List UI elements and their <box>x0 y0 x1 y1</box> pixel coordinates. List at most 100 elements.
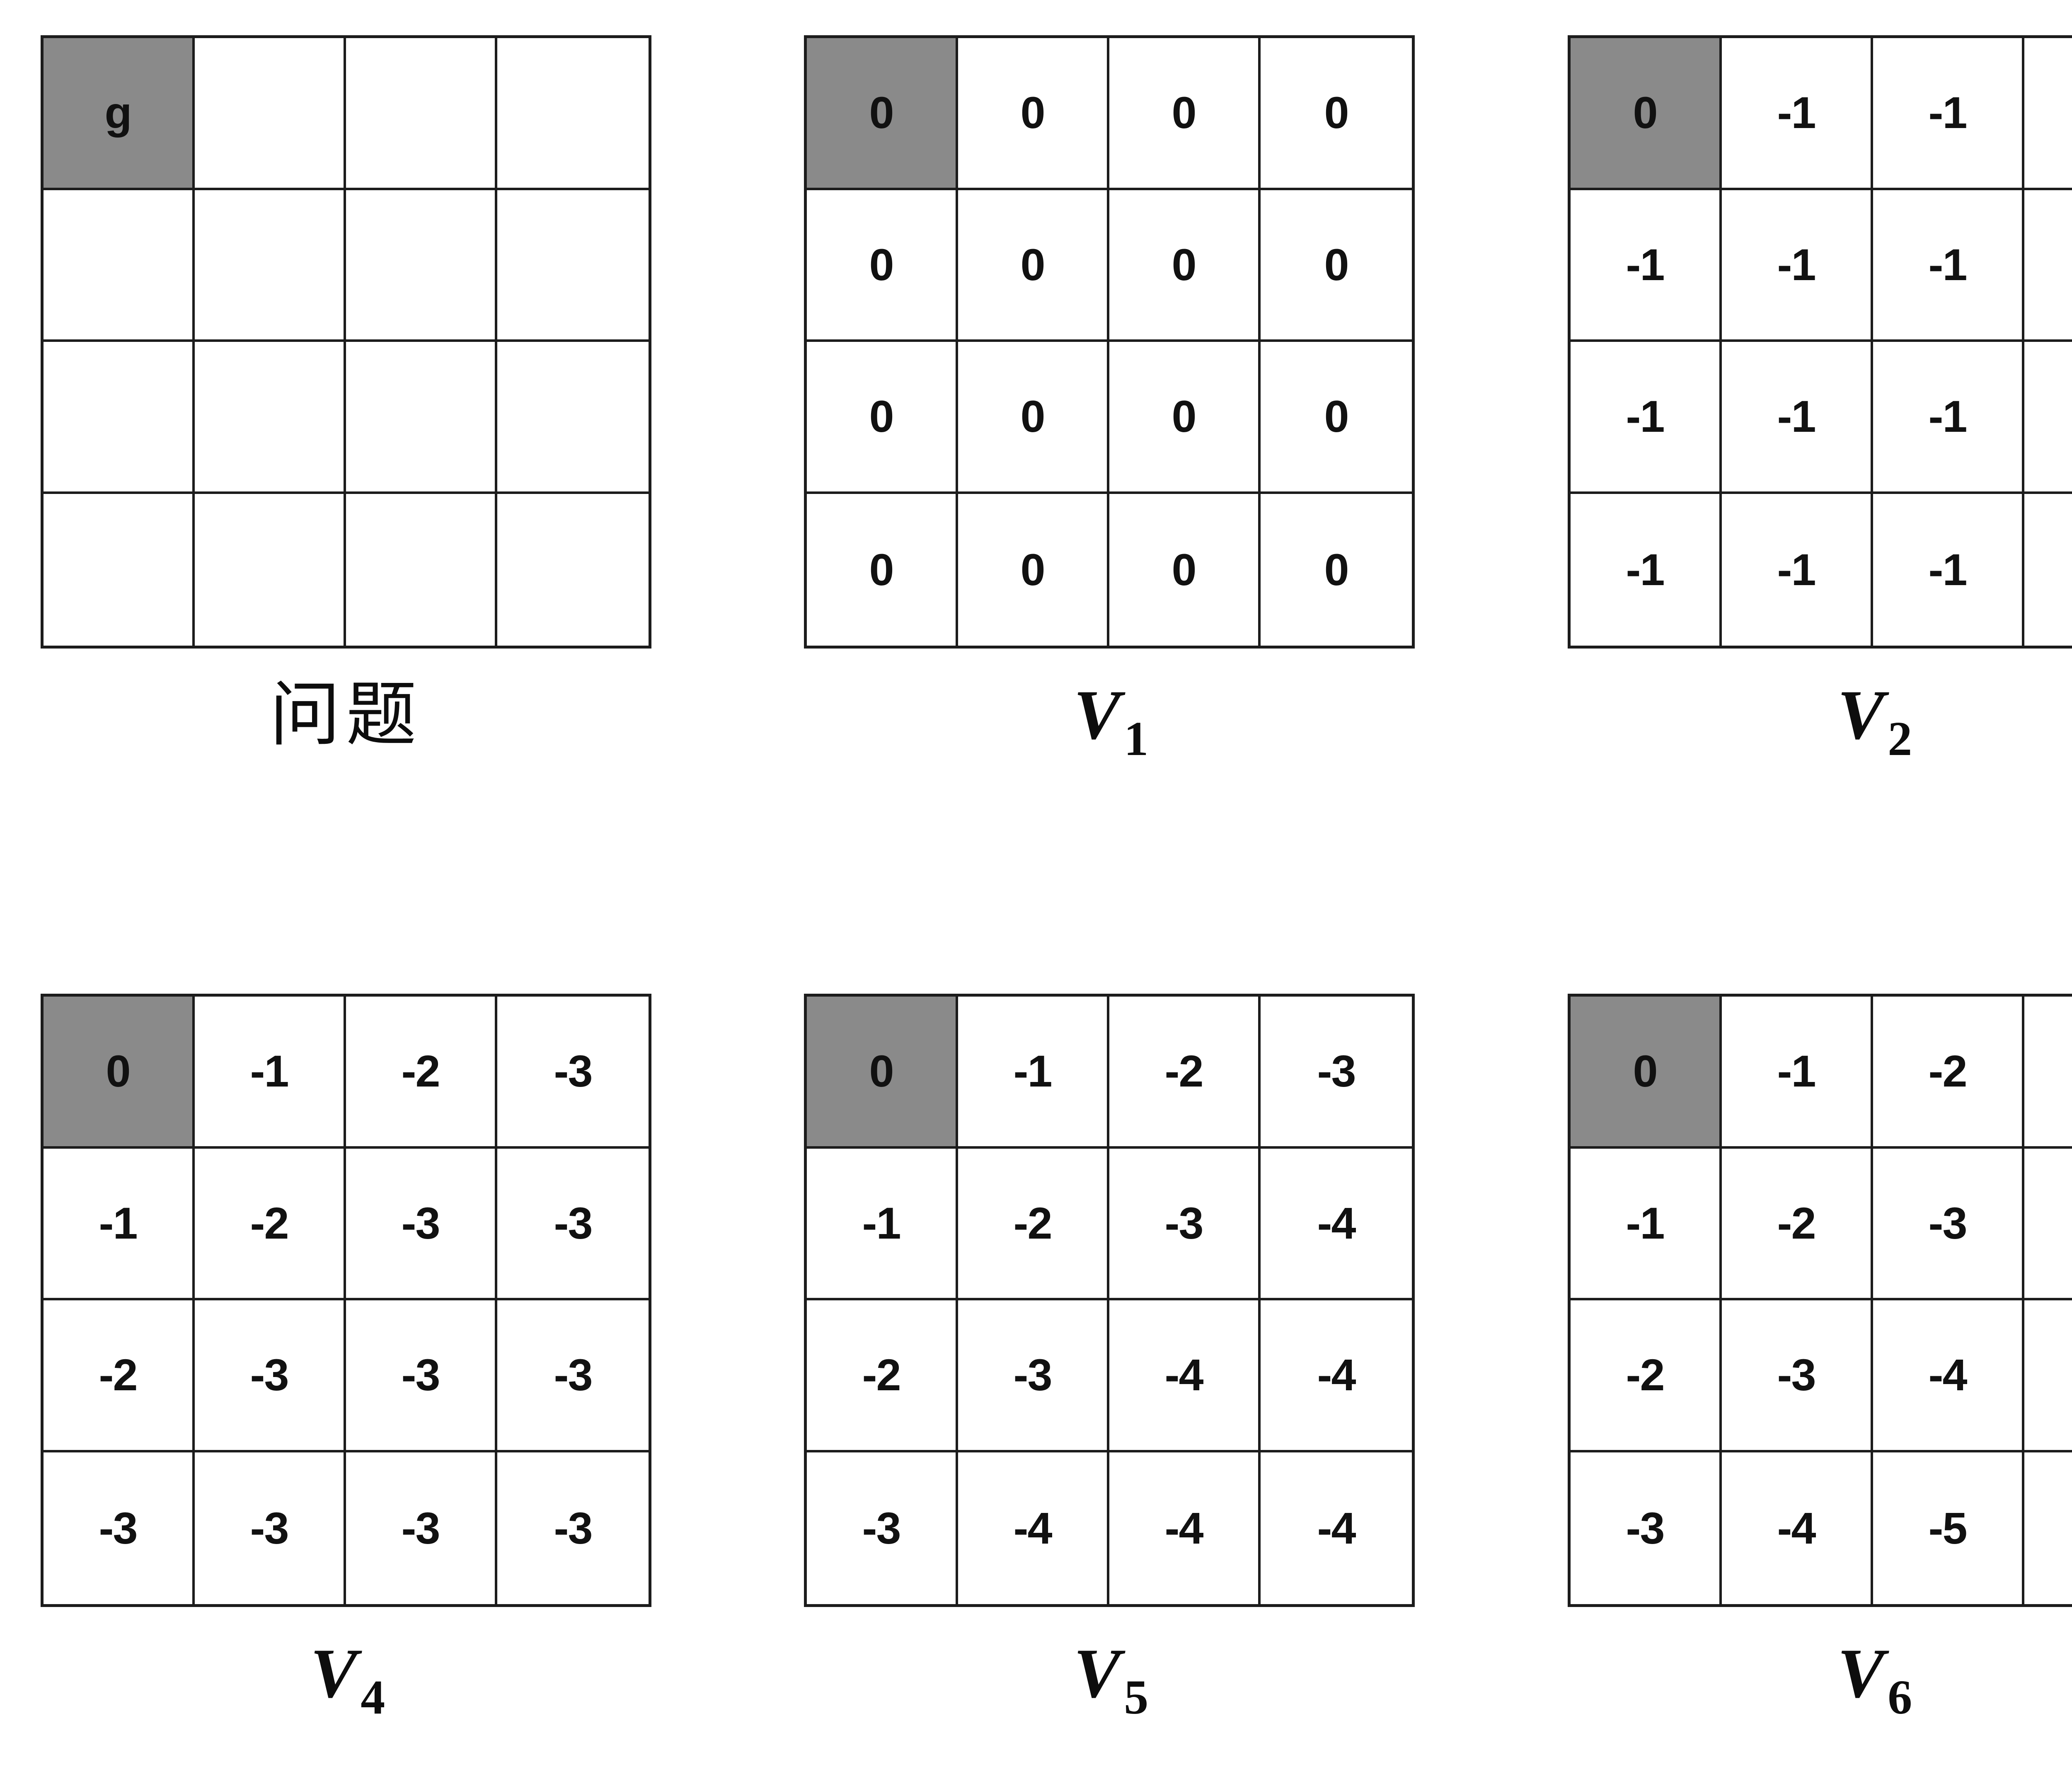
grid-cell: -1 <box>1571 494 1722 646</box>
grid-cell: -2 <box>195 1148 346 1300</box>
grid-cell: -3 <box>1873 1148 2024 1300</box>
grid-cell <box>497 494 649 646</box>
grid-cell: -1 <box>1571 1148 1722 1300</box>
grid-cell <box>497 342 649 494</box>
panel-caption-v4: V4 <box>41 1638 651 1722</box>
panel-caption-v5: V5 <box>804 1638 1415 1722</box>
grid-cell: -3 <box>346 1452 497 1604</box>
caption-symbol: V <box>1837 676 1885 754</box>
grid-cell <box>44 342 195 494</box>
grid-cell: -4 <box>1261 1148 1412 1300</box>
grid-cell: 0 <box>1261 38 1412 190</box>
grid-cell <box>195 38 346 190</box>
grid-cell <box>346 494 497 646</box>
grid-cell: -4 <box>1109 1452 1261 1604</box>
grid-cell: -1 <box>1722 342 1873 494</box>
grid-cell: -1 <box>1873 342 2024 494</box>
panel-caption-v1: V1 <box>804 680 1415 763</box>
grid-cell: -3 <box>497 1148 649 1300</box>
grid-cell: -1 <box>807 1148 958 1300</box>
grid-cell <box>44 494 195 646</box>
grid-cell: -5 <box>2024 1452 2072 1604</box>
grid-cell: 0 <box>1109 38 1261 190</box>
grid-cell: 0 <box>807 494 958 646</box>
grid-cell: -1 <box>2024 342 2072 494</box>
grid-cell <box>195 190 346 342</box>
grid-cell: -1 <box>44 1148 195 1300</box>
grid-cell: 0 <box>958 190 1109 342</box>
grid-cell: -4 <box>1261 1452 1412 1604</box>
grid-cell <box>195 342 346 494</box>
grid-cell <box>346 38 497 190</box>
grid-cell: -1 <box>1722 38 1873 190</box>
grid-cell: -3 <box>2024 997 2072 1149</box>
grid-cell: -1 <box>2024 38 2072 190</box>
grid-cell: -1 <box>2024 190 2072 342</box>
grid-cell <box>44 190 195 342</box>
caption-subscript: 5 <box>1124 1670 1149 1724</box>
grid-cell: -3 <box>346 1300 497 1452</box>
grid-cell: -4 <box>1109 1300 1261 1452</box>
grid-cell: -4 <box>1722 1452 1873 1604</box>
grid-cell <box>497 190 649 342</box>
caption-subscript: 6 <box>1888 1670 1912 1724</box>
grid-board-v4: 0-1-2-3-1-2-3-3-2-3-3-3-3-3-3-3 <box>41 994 651 1607</box>
grid-cell: -1 <box>1722 997 1873 1149</box>
grid-cell: 0 <box>807 190 958 342</box>
grid-cell <box>195 494 346 646</box>
caption-symbol: V <box>1837 1634 1885 1712</box>
grid-cell: -2 <box>346 997 497 1149</box>
caption-subscript: 1 <box>1124 712 1149 766</box>
grid-cell: -2 <box>807 1300 958 1452</box>
grid-cell: -1 <box>1571 190 1722 342</box>
grid-cell-goal: 0 <box>1571 997 1722 1149</box>
grid-board-v2: 0-1-1-1-1-1-1-1-1-1-1-1-1-1-1-1 <box>1568 35 2072 649</box>
grid-cell: 0 <box>1261 342 1412 494</box>
grid-cell: -3 <box>346 1148 497 1300</box>
grid-cell: -3 <box>497 997 649 1149</box>
grid-cell: -3 <box>44 1452 195 1604</box>
grid-cell: -2 <box>1873 997 2024 1149</box>
grid-cell: -1 <box>1873 190 2024 342</box>
grid-cell-goal: 0 <box>807 997 958 1149</box>
caption-subscript: 4 <box>361 1670 385 1724</box>
grid-cell: 0 <box>958 38 1109 190</box>
grid-cell: -3 <box>195 1452 346 1604</box>
grid-cell: 0 <box>807 342 958 494</box>
caption-symbol: V <box>310 1634 358 1712</box>
grid-cell: -2 <box>1722 1148 1873 1300</box>
grid-cell <box>346 190 497 342</box>
grid-cell: -3 <box>195 1300 346 1452</box>
grid-cell: -3 <box>497 1300 649 1452</box>
grid-cell: -4 <box>958 1452 1109 1604</box>
grid-cell: -1 <box>1873 38 2024 190</box>
panel-caption-problem: 问题 <box>269 674 422 756</box>
grid-cell: -3 <box>807 1452 958 1604</box>
grid-cell: 0 <box>958 494 1109 646</box>
grid-cell: 0 <box>958 342 1109 494</box>
grid-cell: -1 <box>1722 190 1873 342</box>
grid-board-problem: g <box>41 35 651 649</box>
grid-cell: -1 <box>1722 494 1873 646</box>
grid-cell: 0 <box>1109 494 1261 646</box>
grid-cell: 0 <box>1109 190 1261 342</box>
grid-cell-goal: 0 <box>1571 38 1722 190</box>
grid-cell: -2 <box>44 1300 195 1452</box>
grid-cell: -3 <box>958 1300 1109 1452</box>
grid-cell: -1 <box>1571 342 1722 494</box>
grid-cell: 0 <box>1261 494 1412 646</box>
grid-cell: -2 <box>958 1148 1109 1300</box>
caption-symbol: V <box>1073 1634 1121 1712</box>
grid-cell: -1 <box>195 997 346 1149</box>
grid-cell: -3 <box>1109 1148 1261 1300</box>
grid-cell: -1 <box>1873 494 2024 646</box>
grid-cell: -3 <box>1571 1452 1722 1604</box>
grid-cell: -5 <box>2024 1300 2072 1452</box>
grid-cell: -3 <box>1261 997 1412 1149</box>
caption-subscript: 2 <box>1888 712 1912 766</box>
grid-cell: -4 <box>1261 1300 1412 1452</box>
grid-cell: 0 <box>1261 190 1412 342</box>
grid-cell <box>497 38 649 190</box>
grid-board-v5: 0-1-2-3-1-2-3-4-2-3-4-4-3-4-4-4 <box>804 994 1415 1607</box>
